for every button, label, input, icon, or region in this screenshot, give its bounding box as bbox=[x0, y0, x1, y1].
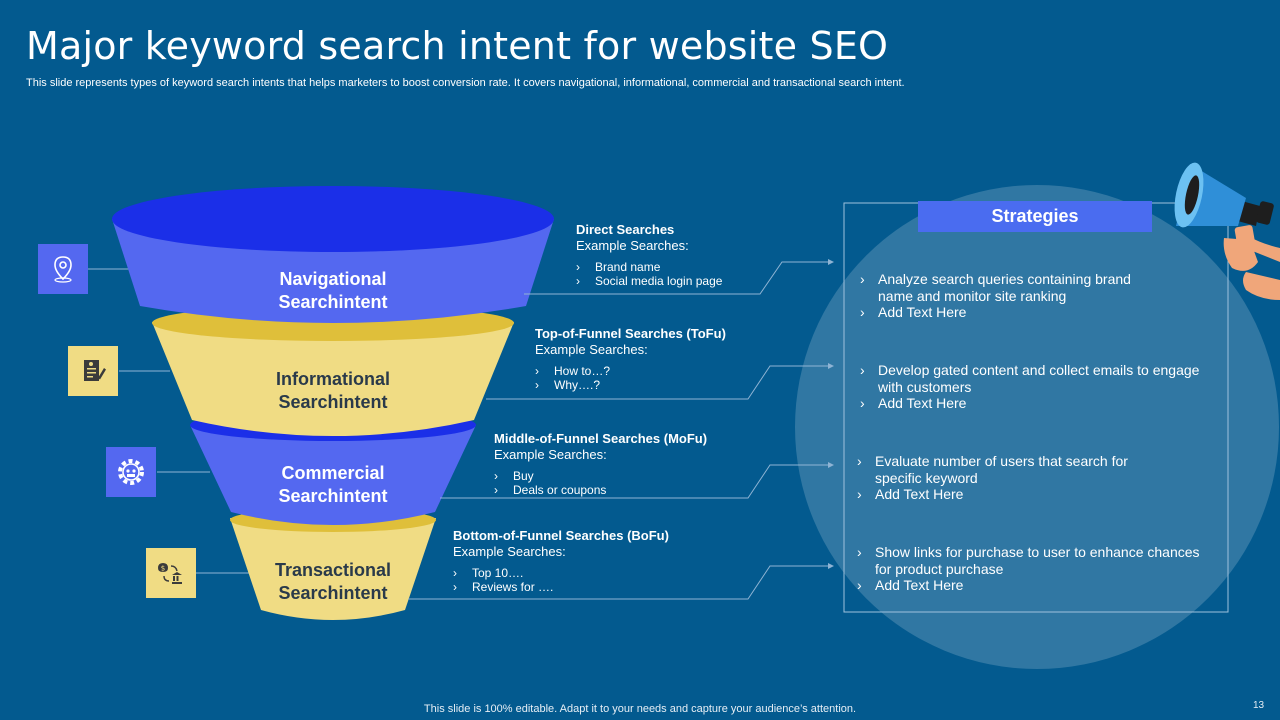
annotation-examples: Top 10…. Reviews for …. bbox=[453, 566, 669, 594]
connector-arrowheads bbox=[828, 259, 834, 569]
funnel-layer-navigational bbox=[112, 186, 554, 323]
annotation-example-label: Example Searches: bbox=[494, 447, 607, 462]
annotation-heading: Direct Searches bbox=[576, 222, 675, 237]
transactional-icon-box: $ bbox=[146, 548, 196, 598]
slide-title: Major keyword search intent for website … bbox=[26, 24, 889, 68]
commercial-icon-box bbox=[106, 447, 156, 497]
strategy-group-3: Evaluate number of users that search for… bbox=[857, 453, 1157, 503]
strategy-item: Develop gated content and collect emails… bbox=[860, 362, 1210, 395]
commercial-annotation: Middle-of-Funnel Searches (MoFu) Example… bbox=[494, 431, 707, 497]
transactional-annotation: Bottom-of-Funnel Searches (BoFu) Example… bbox=[453, 528, 669, 594]
strategy-connectors bbox=[408, 261, 828, 600]
example-item: Reviews for …. bbox=[453, 580, 669, 594]
navigational-label: Navigational Searchintent bbox=[233, 268, 433, 314]
strategies-circle bbox=[795, 185, 1279, 669]
money-transfer-icon: $ bbox=[158, 563, 182, 584]
transactional-label-line2: Searchintent bbox=[278, 583, 388, 603]
page-number: 13 bbox=[1253, 700, 1265, 711]
informational-label: Informational Searchintent bbox=[233, 368, 433, 414]
strategies-header: Strategies bbox=[918, 201, 1152, 232]
commercial-label-line2: Searchintent bbox=[278, 486, 388, 506]
svg-text:$: $ bbox=[161, 565, 165, 573]
strategy-item: Analyze search queries containing brand … bbox=[860, 271, 1160, 304]
strategy-item: Add Text Here bbox=[860, 395, 1210, 412]
navigational-label-line1: Navigational bbox=[279, 269, 387, 289]
annotation-example-label: Example Searches: bbox=[535, 342, 648, 357]
navigational-annotation: Direct Searches Example Searches: Brand … bbox=[576, 222, 722, 288]
annotation-examples: How to…? Why….? bbox=[535, 364, 726, 392]
strategy-group-1: Analyze search queries containing brand … bbox=[860, 271, 1160, 321]
settings-gear-icon bbox=[118, 459, 144, 485]
slide-subtitle: This slide represents types of keyword s… bbox=[26, 77, 905, 89]
navigational-icon-box bbox=[38, 244, 88, 294]
commercial-label-line1: Commercial bbox=[281, 463, 385, 483]
example-item: Deals or coupons bbox=[494, 483, 707, 497]
informational-icon-box bbox=[68, 346, 118, 396]
example-item: Buy bbox=[494, 469, 707, 483]
annotation-examples: Brand name Social media login page bbox=[576, 260, 722, 288]
annotation-heading: Top-of-Funnel Searches (ToFu) bbox=[535, 326, 726, 341]
strategy-item: Show links for purchase to user to enhan… bbox=[857, 544, 1212, 577]
annotation-heading: Bottom-of-Funnel Searches (BoFu) bbox=[453, 528, 669, 543]
example-item: Top 10…. bbox=[453, 566, 669, 580]
example-item: How to…? bbox=[535, 364, 726, 378]
location-pin-icon bbox=[54, 256, 72, 283]
navigational-label-line2: Searchintent bbox=[278, 292, 388, 312]
annotation-example-label: Example Searches: bbox=[453, 544, 566, 559]
strategy-item: Add Text Here bbox=[857, 577, 1212, 594]
strategy-group-4: Show links for purchase to user to enhan… bbox=[857, 544, 1212, 594]
annotation-examples: Buy Deals or coupons bbox=[494, 469, 707, 497]
strategy-group-2: Develop gated content and collect emails… bbox=[860, 362, 1210, 412]
annotation-heading: Middle-of-Funnel Searches (MoFu) bbox=[494, 431, 708, 446]
informational-annotation: Top-of-Funnel Searches (ToFu) Example Se… bbox=[535, 326, 726, 392]
document-pen-icon bbox=[84, 360, 106, 381]
example-item: Brand name bbox=[576, 260, 722, 274]
strategy-item: Add Text Here bbox=[860, 304, 1160, 321]
strategy-item: Add Text Here bbox=[857, 486, 1157, 503]
informational-label-line1: Informational bbox=[275, 369, 390, 389]
informational-label-line2: Searchintent bbox=[278, 392, 388, 412]
transactional-label: Transactional Searchintent bbox=[233, 559, 433, 605]
megaphone-icon bbox=[1174, 162, 1280, 300]
transactional-label-line1: Transactional bbox=[274, 560, 392, 580]
slide-footer: This slide is 100% editable. Adapt it to… bbox=[423, 703, 857, 715]
example-item: Social media login page bbox=[576, 274, 722, 288]
annotation-example-label: Example Searches: bbox=[576, 238, 689, 253]
strategy-item: Evaluate number of users that search for… bbox=[857, 453, 1157, 486]
example-item: Why….? bbox=[535, 378, 726, 392]
commercial-label: Commercial Searchintent bbox=[233, 462, 433, 508]
